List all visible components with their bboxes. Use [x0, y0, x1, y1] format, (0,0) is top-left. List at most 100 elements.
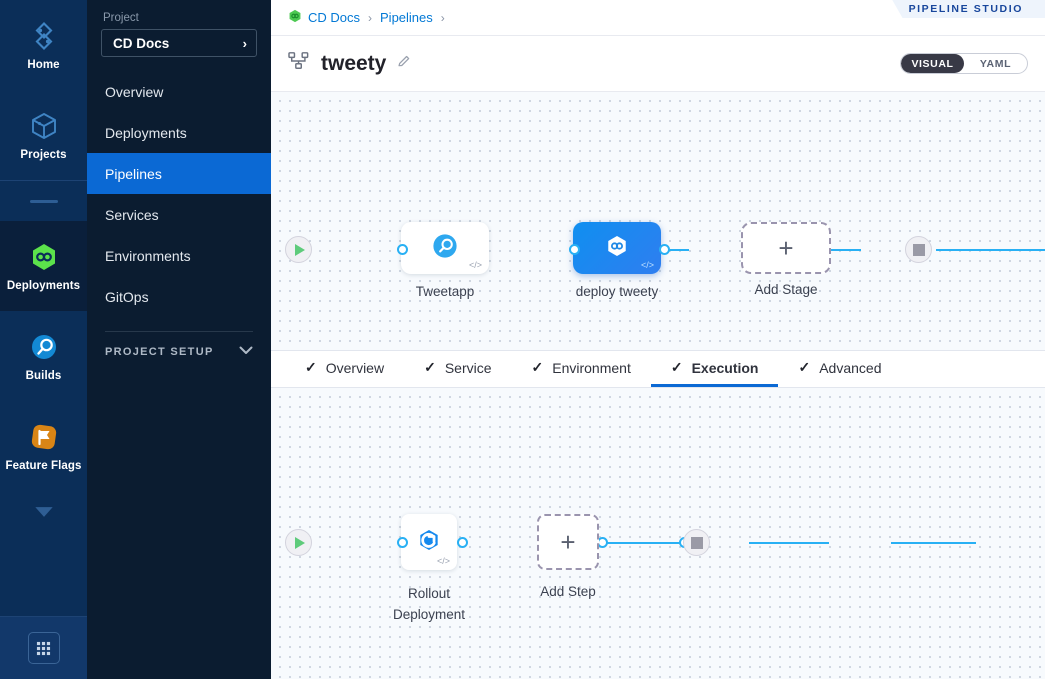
project-selector-value: CD Docs [113, 35, 170, 51]
sidebar-item-environments[interactable]: Environments [87, 235, 271, 276]
stage-code-badge: </> [640, 260, 654, 270]
pipeline-end-node[interactable] [905, 236, 932, 263]
rail-collapse-chevron-down-icon[interactable] [0, 491, 87, 531]
connector-dot [569, 244, 580, 255]
cube-icon [27, 109, 61, 143]
connector-dot [397, 537, 408, 548]
connector-dot [457, 537, 468, 548]
view-mode-visual[interactable]: VISUAL [901, 54, 964, 73]
sidebar-item-pipelines[interactable]: Pipelines [87, 153, 271, 194]
check-icon: ✓ [670, 359, 683, 375]
sidebar-item-overview[interactable]: Overview [87, 71, 271, 112]
view-mode-toggle[interactable]: VISUAL YAML [900, 53, 1028, 74]
sidebar-item-services[interactable]: Services [87, 194, 271, 235]
step-end-node[interactable] [683, 529, 710, 556]
rollout-icon [416, 527, 442, 558]
pipeline-title-bar: tweety VISUAL YAML [271, 36, 1045, 92]
rail-item-builds[interactable]: Builds [0, 311, 87, 401]
project-sidebar: Project CD Docs › Overview Deployments P… [87, 0, 271, 679]
tab-execution[interactable]: ✓ Execution [650, 351, 779, 387]
sidebar-divider [105, 331, 253, 332]
pipeline-studio-badge: PIPELINE STUDIO [886, 0, 1045, 18]
connector-deploy-to-addstage [936, 249, 1045, 251]
stage-label-tweetapp: Tweetapp [415, 284, 475, 299]
tab-service[interactable]: ✓ Service [404, 351, 511, 387]
breadcrumb: CD Docs › Pipelines › [288, 9, 447, 26]
rail-item-projects[interactable]: Projects [0, 90, 87, 180]
connector-rollout-to-addstep [749, 542, 829, 544]
sidebar-item-label: GitOps [105, 288, 149, 305]
sidebar-item-label: Pipelines [105, 165, 162, 182]
stage-code-badge: </> [468, 260, 482, 270]
cd-stage-icon [604, 233, 630, 264]
home-diamond-icon [27, 19, 61, 53]
pencil-icon[interactable] [397, 54, 412, 74]
module-rail: Home Projects [0, 0, 87, 679]
stage-node-tweetapp[interactable]: </> [401, 222, 489, 274]
pipeline-nodes-icon [288, 51, 310, 76]
rail-item-deployments[interactable]: Deployments [0, 221, 87, 311]
add-stage-label: Add Stage [754, 282, 818, 297]
rail-item-feature-flags[interactable]: Feature Flags [0, 401, 87, 491]
step-label-rollout-deployment: Rollout Deployment [392, 586, 466, 622]
check-icon: ✓ [305, 359, 317, 375]
step-start-node[interactable] [285, 529, 312, 556]
breadcrumb-link-cd-docs[interactable]: CD Docs [308, 10, 361, 25]
sidebar-item-deployments[interactable]: Deployments [87, 112, 271, 153]
tab-label: Execution [691, 359, 759, 376]
tab-advanced[interactable]: ✓ Advanced [778, 351, 901, 387]
chevron-right-icon: › [242, 35, 247, 51]
sidebar-nav: Overview Deployments Pipelines Services … [87, 71, 271, 317]
project-selector[interactable]: CD Docs › [101, 29, 257, 57]
rail-item-home[interactable]: Home [0, 0, 87, 90]
stage-label-deploy-tweety: deploy tweety [575, 284, 659, 299]
execution-step-canvas[interactable]: </> Rollout Deployment + Add Step [271, 388, 1045, 679]
sidebar-item-label: Services [105, 206, 159, 223]
rail-item-label: Feature Flags [5, 460, 82, 472]
plus-icon: + [560, 527, 576, 557]
check-icon: ✓ [798, 359, 811, 375]
tab-label: Overview [325, 359, 385, 376]
step-node-rollout-deployment[interactable]: </> [401, 514, 457, 570]
stage-node-deploy-tweety[interactable]: </> [573, 222, 661, 274]
rail-item-label: Home [27, 59, 60, 71]
sidebar-item-label: Environments [105, 247, 191, 264]
cd-hexagon-icon [27, 240, 61, 274]
connector-start-to-rollout [599, 542, 689, 544]
page-title: tweety [321, 51, 387, 75]
add-step-button[interactable]: + [537, 514, 599, 570]
cd-module-icon [288, 9, 302, 26]
check-icon: ✓ [424, 359, 436, 375]
play-icon [295, 536, 305, 549]
step-code-badge: </> [436, 556, 450, 566]
connector-addstep-to-end [891, 542, 976, 544]
play-icon [295, 243, 305, 256]
add-step-label: Add Step [540, 584, 596, 599]
tab-label: Environment [552, 359, 631, 376]
rail-dash-mark [0, 181, 87, 221]
flag-icon [27, 420, 61, 454]
stop-icon [912, 243, 925, 256]
grid-apps-icon[interactable] [27, 632, 60, 664]
add-stage-button[interactable]: + [741, 222, 831, 274]
chevron-down-icon [239, 346, 253, 358]
rail-footer [0, 616, 87, 679]
sidebar-section-label: Project [103, 12, 139, 24]
rail-item-label: Projects [20, 149, 67, 161]
sidebar-item-label: Overview [105, 83, 164, 100]
sidebar-item-gitops[interactable]: GitOps [87, 276, 271, 317]
tab-overview[interactable]: ✓ Overview [285, 351, 404, 387]
view-mode-yaml[interactable]: YAML [979, 57, 1012, 70]
breadcrumb-separator: › [368, 10, 373, 25]
rail-item-label: Builds [25, 370, 62, 382]
sidebar-project-setup-toggle[interactable]: PROJECT SETUP [87, 346, 271, 358]
stage-canvas[interactable]: </> Tweetapp </> deploy tweet [271, 92, 1045, 350]
ci-circle-icon [27, 330, 61, 364]
tab-environment[interactable]: ✓ Environment [512, 351, 651, 387]
pipeline-start-node[interactable] [285, 236, 312, 263]
sidebar-item-label: Deployments [105, 124, 187, 141]
breadcrumb-link-pipelines[interactable]: Pipelines [380, 10, 433, 25]
sidebar-project-setup-label: PROJECT SETUP [105, 346, 214, 358]
ci-stage-icon [432, 233, 458, 264]
